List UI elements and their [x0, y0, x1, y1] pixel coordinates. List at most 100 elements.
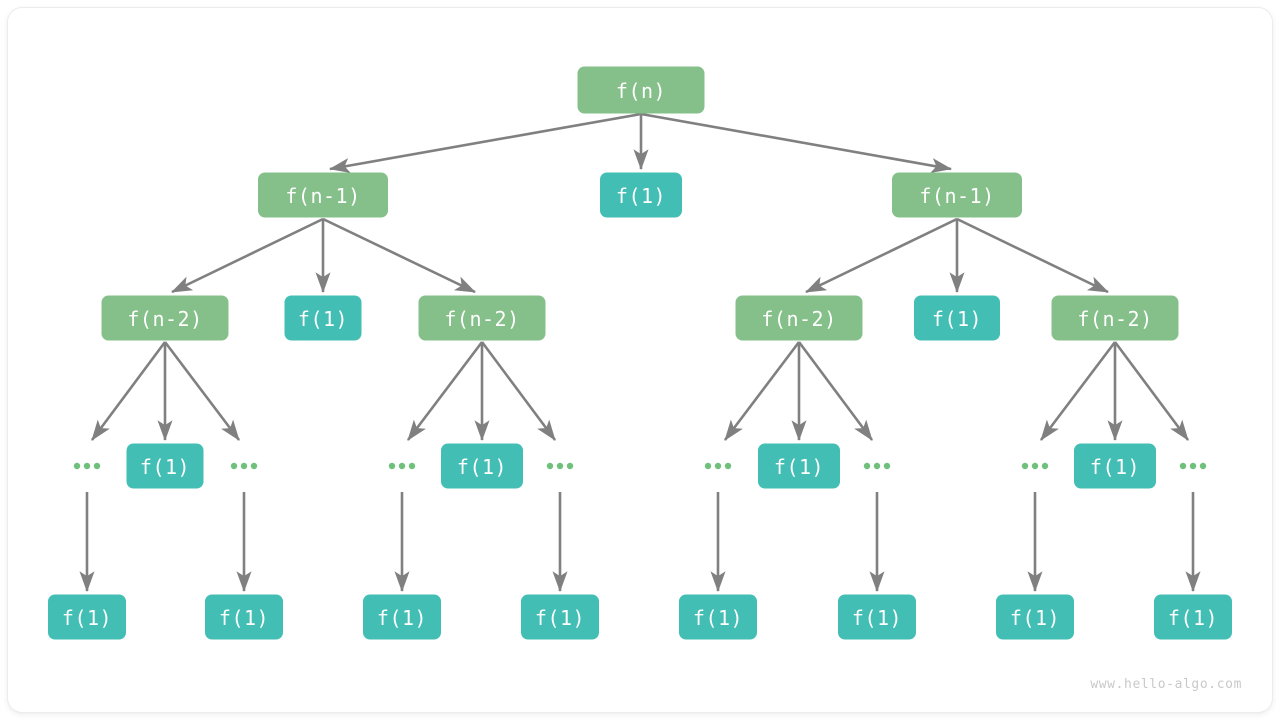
ellipsis-dot — [230, 462, 238, 470]
node-box — [126, 443, 204, 489]
ellipsis-dot — [873, 462, 881, 470]
tree-node[interactable]: f(1) — [48, 594, 126, 640]
ellipsis-dot — [240, 462, 248, 470]
ellipsis-dot — [398, 462, 406, 470]
tree-edge — [956, 217, 1109, 294]
ellipsis-dot — [1189, 462, 1197, 470]
node-box — [258, 172, 388, 218]
node-label: f(1) — [219, 606, 269, 630]
edges-layer — [79, 112, 1201, 593]
node-label: f(1) — [140, 455, 190, 479]
node-box — [1154, 594, 1232, 640]
node-label: f(1) — [535, 606, 585, 630]
tree-edge — [1039, 341, 1117, 441]
ellipsis-dot — [1021, 462, 1029, 470]
node-label: f(n-1) — [919, 184, 994, 208]
tree-node[interactable]: f(1) — [441, 443, 523, 489]
node-label: f(1) — [457, 455, 507, 479]
ellipsis-dot — [724, 462, 732, 470]
tree-node[interactable]: f(n) — [577, 66, 705, 114]
tree-edge — [480, 341, 557, 441]
tree-node[interactable]: f(1) — [679, 594, 757, 640]
node-label: f(n-2) — [1077, 307, 1152, 331]
ellipsis-dots — [230, 462, 258, 470]
tree-node[interactable]: f(n-1) — [258, 172, 388, 218]
ellipsis-dot — [883, 462, 891, 470]
node-label: f(1) — [62, 606, 112, 630]
tree-edge — [723, 341, 801, 441]
node-box — [758, 443, 840, 489]
ellipsis-dot — [863, 462, 871, 470]
node-box — [914, 295, 1000, 341]
tree-node[interactable]: f(n-2) — [735, 295, 863, 341]
ellipsis-dot — [388, 462, 396, 470]
node-box — [418, 295, 546, 341]
ellipsis-dot — [704, 462, 712, 470]
ellipsis-dot — [83, 462, 91, 470]
tree-edge — [640, 112, 953, 173]
ellipsis-dot — [250, 462, 258, 470]
node-box — [1074, 443, 1156, 489]
tree-node[interactable]: f(1) — [363, 594, 441, 640]
node-box — [101, 295, 229, 341]
node-label: f(1) — [1010, 606, 1060, 630]
node-label: f(1) — [616, 184, 666, 208]
node-label: f(1) — [693, 606, 743, 630]
node-label: f(n-1) — [285, 184, 360, 208]
tree-node[interactable]: f(1) — [126, 443, 204, 489]
tree-node[interactable]: f(n-2) — [101, 295, 229, 341]
ellipsis-dot — [566, 462, 574, 470]
ellipsis-dots — [1179, 462, 1207, 470]
node-box — [441, 443, 523, 489]
node-box — [577, 66, 705, 114]
ellipsis-dots — [704, 462, 732, 470]
watermark: www.hello-algo.com — [1090, 677, 1242, 692]
tree-node[interactable]: f(1) — [838, 594, 916, 640]
tree-node[interactable]: f(1) — [914, 295, 1000, 341]
tree-node[interactable]: f(1) — [1074, 443, 1156, 489]
node-label: f(1) — [852, 606, 902, 630]
node-box — [1051, 295, 1179, 341]
node-label: f(1) — [298, 307, 348, 331]
node-box — [679, 594, 757, 640]
node-label: f(n) — [616, 79, 666, 103]
tree-node[interactable]: f(1) — [758, 443, 840, 489]
node-label: f(1) — [1168, 606, 1218, 630]
ellipsis-dots — [73, 462, 101, 470]
tree-node[interactable]: f(1) — [521, 594, 599, 640]
tree-node[interactable]: f(1) — [996, 594, 1074, 640]
node-box — [284, 295, 362, 341]
tree-node[interactable]: f(1) — [205, 594, 283, 640]
ellipsis-dots — [388, 462, 416, 470]
tree-edge — [171, 217, 324, 294]
ellipsis-dot — [408, 462, 416, 470]
tree-node[interactable]: f(n-2) — [418, 295, 546, 341]
tree-node[interactable]: f(n-1) — [892, 172, 1022, 218]
tree-node[interactable]: f(1) — [1154, 594, 1232, 640]
ellipsis-dot — [714, 462, 722, 470]
ellipsis-dot — [1041, 462, 1049, 470]
node-box — [735, 295, 863, 341]
tree-node[interactable]: f(1) — [284, 295, 362, 341]
node-box — [996, 594, 1074, 640]
ellipsis-dot — [93, 462, 101, 470]
tree-node[interactable]: f(1) — [600, 172, 682, 218]
ellipsis-dots — [863, 462, 891, 470]
ellipsis-dot — [1031, 462, 1039, 470]
node-box — [600, 172, 682, 218]
node-label: f(1) — [774, 455, 824, 479]
ellipsis-dots — [1021, 462, 1049, 470]
nodes-layer: f(n) f(n-1) f(1) f(n-1) f(n-2) f(1) f(n-2) f(n-… — [48, 66, 1232, 640]
ellipsis-dot — [556, 462, 564, 470]
node-box — [48, 594, 126, 640]
tree-edge — [163, 341, 241, 441]
tree-edge — [797, 341, 874, 441]
tree-edge — [406, 341, 484, 441]
node-box — [892, 172, 1022, 218]
node-label: f(1) — [932, 307, 982, 331]
tree-node[interactable]: f(n-2) — [1051, 295, 1179, 341]
node-box — [363, 594, 441, 640]
node-label: f(n-2) — [127, 307, 202, 331]
